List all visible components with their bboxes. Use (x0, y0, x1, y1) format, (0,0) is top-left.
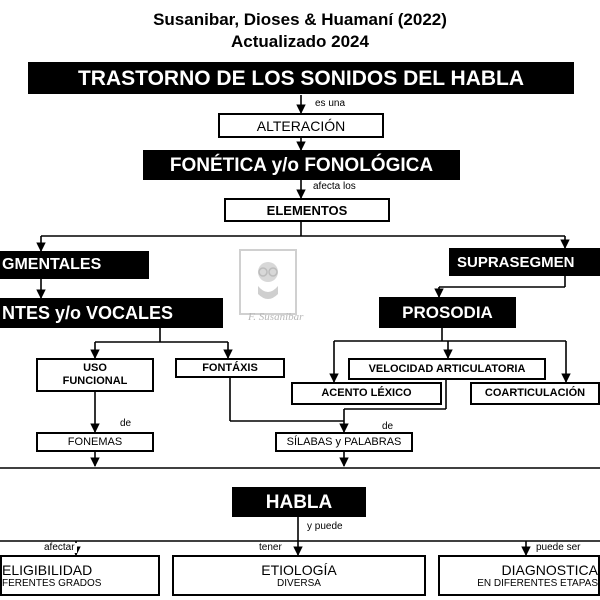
node-silabas: SÍLABAS y PALABRAS (275, 432, 413, 452)
node-etiologia-line1: ETIOLOGÍA (261, 561, 337, 578)
node-segmentales: GMENTALES (0, 251, 149, 279)
node-inteligibilidad-line2: FERENTES GRADOS (2, 577, 102, 589)
header-citation: Susanibar, Dioses & Huamaní (2022) (153, 10, 447, 29)
node-acento: ACENTO LÉXICO (291, 382, 442, 405)
node-diagnostico: DIAGNOSTICA EN DIFERENTES ETAPAS (438, 555, 600, 596)
watermark-signature: F. Susanibar (248, 311, 304, 323)
node-suprasegmentales: SUPRASEGMEN (449, 248, 600, 276)
node-suprasegmentales-label: SUPRASEGMEN (457, 253, 575, 271)
node-etiologia-line2: DIVERSA (277, 577, 321, 589)
node-diagnostico-line1: DIAGNOSTICA (501, 561, 598, 578)
connector-tener: tener (257, 542, 284, 553)
node-etiologia: ETIOLOGÍA DIVERSA (172, 555, 426, 596)
node-diagnostico-line2: EN DIFERENTES ETAPAS (477, 577, 598, 589)
connector-afecta-los: afecta los (311, 181, 358, 192)
header-updated: Actualizado 2024 (231, 32, 369, 51)
node-trastorno: TRASTORNO DE LOS SONIDOS DEL HABLA (28, 62, 574, 94)
connector-puede-ser: puede ser (534, 542, 583, 553)
node-velocidad: VELOCIDAD ARTICULATORIA (348, 358, 546, 380)
node-coarticulacion: COARTICULACIÓN (470, 382, 600, 405)
node-prosodia: PROSODIA (379, 297, 516, 328)
watermark-logo (236, 246, 300, 318)
node-uso-funcional-line1: USO (83, 362, 107, 375)
node-inteligibilidad: ELIGIBILIDAD FERENTES GRADOS (0, 555, 160, 596)
node-consonantes-label: NTES y/o VOCALES (2, 303, 174, 323)
node-consonantes: NTES y/o VOCALES (0, 298, 223, 328)
node-elementos: ELEMENTOS (224, 198, 390, 222)
node-fonetica: FONÉTICA y/o FONOLÓGICA (143, 150, 460, 180)
connector-afectar: afectar (42, 542, 77, 553)
node-fonemas: FONEMAS (36, 432, 154, 452)
node-inteligibilidad-line1: ELIGIBILIDAD (2, 561, 93, 578)
node-uso-funcional-line2: FUNCIONAL (62, 375, 128, 387)
connector-de-fonemas: de (118, 418, 134, 429)
node-habla: HABLA (232, 487, 366, 517)
connector-es-una: es una (313, 98, 348, 109)
node-segmentales-label: GMENTALES (2, 256, 102, 273)
portrait-icon (239, 249, 297, 315)
node-fontaxis: FONTÁXIS (175, 358, 285, 378)
connector-y-puede: y puede (305, 521, 345, 532)
node-alteracion: ALTERACIÓN (218, 113, 384, 138)
connector-de-silabas: de (380, 421, 396, 432)
node-uso-funcional: USO FUNCIONAL (36, 358, 154, 392)
